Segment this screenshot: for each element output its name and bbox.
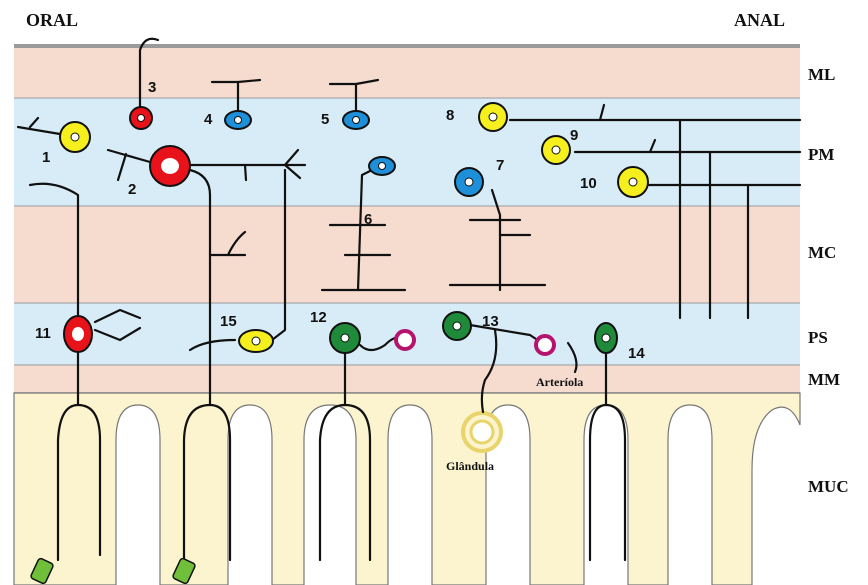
nucleus (602, 334, 610, 342)
label-oral: ORAL (26, 10, 78, 30)
layer-label-ml: ML (808, 65, 835, 84)
label-gland: Glândula (446, 459, 494, 473)
nucleus (71, 133, 79, 141)
band-mc (14, 206, 800, 303)
neuron-label-2: 2 (128, 181, 136, 198)
neuron-label-6: 6 (364, 211, 372, 228)
nucleus (235, 117, 242, 124)
neuron-label-5: 5 (321, 111, 329, 128)
layer-labels: ML PM MC PS MM MUC (808, 65, 849, 496)
label-anal: ANAL (734, 10, 785, 30)
label-arteriole: Arteríola (536, 375, 583, 389)
neuron-11-nucleus (72, 327, 84, 341)
neuron-label-11: 11 (35, 325, 51, 342)
nucleus (379, 163, 386, 170)
layer-label-mc: MC (808, 243, 836, 262)
gland (463, 413, 501, 451)
neuron-label-10: 10 (580, 175, 597, 192)
neuron-2-nucleus (161, 158, 179, 174)
direction-labels: ORAL ANAL (26, 10, 785, 30)
nucleus (453, 322, 461, 330)
neuron-label-13: 13 (482, 313, 499, 330)
nucleus (341, 334, 349, 342)
neuron-label-9: 9 (570, 127, 578, 144)
mucosa-villi (14, 393, 800, 585)
neuron-label-14: 14 (628, 345, 645, 362)
nucleus (629, 178, 637, 186)
band-ml (14, 46, 800, 98)
nucleus (465, 178, 473, 186)
layer-label-ps: PS (808, 328, 828, 347)
arteriole (536, 336, 554, 354)
neuron-label-8: 8 (446, 107, 454, 124)
nucleus (353, 117, 360, 124)
arteriole (396, 331, 414, 349)
layer-label-pm: PM (808, 145, 834, 164)
band-mm (14, 365, 800, 393)
nucleus (252, 337, 260, 345)
neuron-label-3: 3 (148, 79, 156, 96)
neuron-label-1: 1 (42, 149, 50, 166)
layer-label-mm: MM (808, 370, 840, 389)
nucleus (489, 113, 497, 121)
gland-inner (471, 421, 493, 443)
layer-label-muc: MUC (808, 477, 849, 496)
neuron-label-4: 4 (204, 111, 213, 128)
neuron-label-12: 12 (310, 309, 327, 326)
neuron-label-15: 15 (220, 313, 237, 330)
neuron-label-7: 7 (496, 157, 504, 174)
nucleus (138, 115, 145, 122)
nucleus (552, 146, 560, 154)
